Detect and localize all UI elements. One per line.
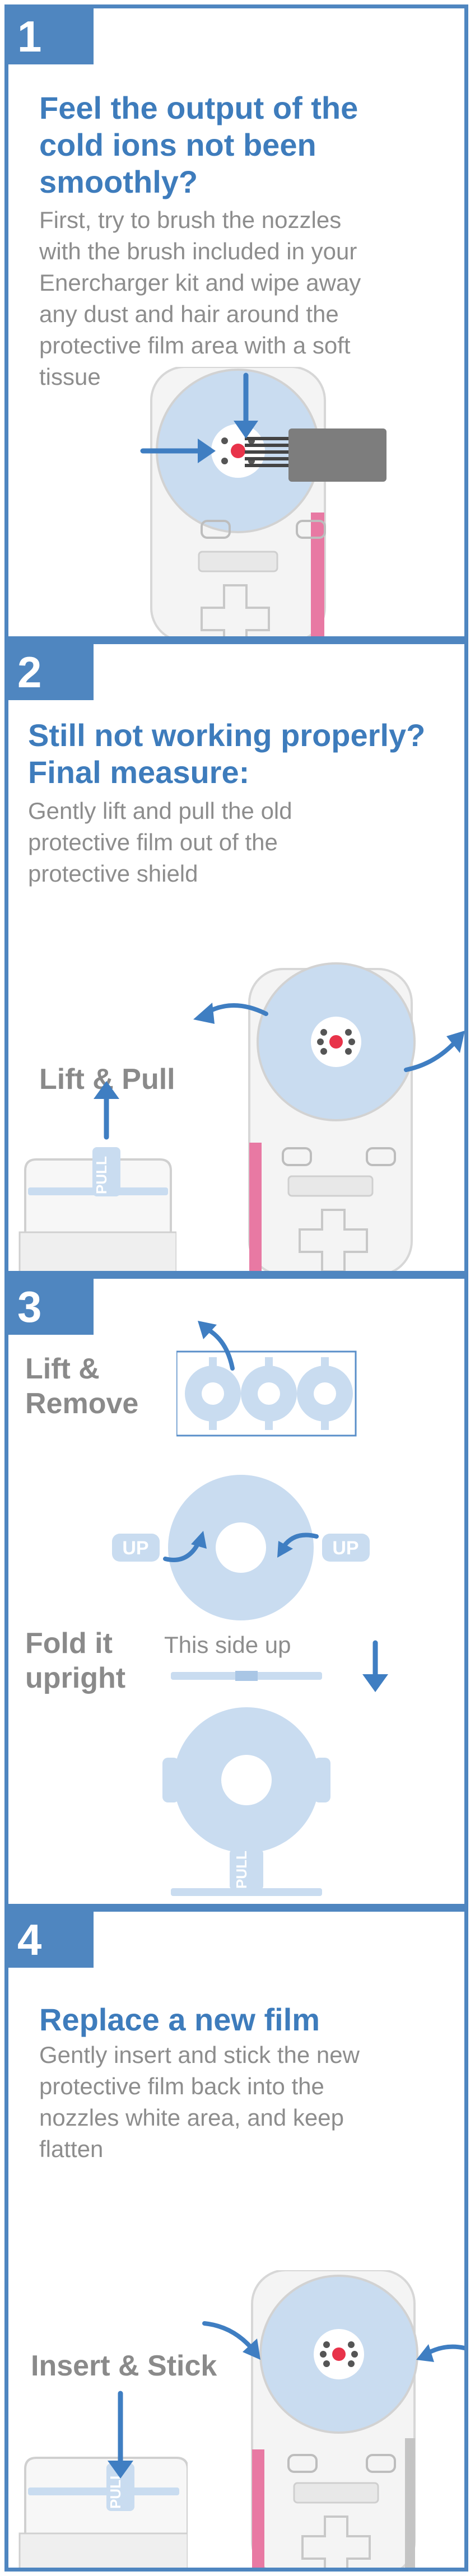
brush-cleaning-illustration — [140, 367, 386, 636]
step-number: 2 — [8, 644, 94, 700]
desc-line: Enercharger kit and wipe away — [39, 269, 361, 296]
label-line: Fold it — [25, 1627, 113, 1660]
label-line: upright — [25, 1662, 126, 1694]
lift-remove-label: Lift & Remove — [25, 1352, 138, 1421]
fold-upright-label: Fold it upright — [25, 1626, 125, 1695]
desc-line: protective film area with a soft — [39, 332, 351, 358]
step-2-panel: 2 Still not working properly? Final meas… — [4, 640, 468, 1275]
step-number: 3 — [8, 1279, 94, 1335]
step-description: First, try to brush the nozzles with the… — [39, 204, 361, 393]
step-3-panel: 3 Lift & Remove UP UP Fold it upright Th… — [4, 1275, 468, 1908]
title-line: Replace a new film — [39, 2002, 320, 2037]
title-line: Final measure: — [28, 754, 250, 790]
label-line: Lift & — [25, 1353, 100, 1385]
film-lift-illustration: PULL — [18, 1081, 176, 1271]
desc-line: protective film back into the — [39, 2073, 324, 2099]
title-line: smoothly? — [39, 164, 198, 199]
desc-line: protective film out of the — [28, 829, 278, 855]
up-tab-left: UP — [122, 1538, 148, 1559]
desc-line: protective shield — [28, 860, 198, 887]
title-line: cold ions not been — [39, 127, 316, 162]
film-tab-text: PULL — [233, 1851, 250, 1889]
desc-line: any dust and hair around the — [39, 301, 339, 327]
title-line: Still not working properly? — [28, 718, 426, 753]
title-line: Feel the output of the — [39, 90, 358, 125]
desc-line: with the brush included in your — [39, 238, 357, 264]
film-insert-illustration: PULL — [18, 2391, 188, 2568]
desc-line: tissue — [39, 364, 101, 390]
up-tab-right: UP — [332, 1538, 358, 1559]
desc-line: Gently insert and stick the new — [39, 2042, 360, 2068]
desc-line: flatten — [39, 2136, 104, 2162]
side-up-caption: This side up — [164, 1632, 291, 1658]
desc-line: Gently lift and pull the old — [28, 798, 292, 824]
step-number: 4 — [8, 1912, 94, 1968]
step-1-panel: 1 Feel the output of the cold ions not b… — [4, 4, 468, 640]
folding-film-illustration: UP UP — [112, 1475, 370, 1620]
action-label: Insert & Stick — [31, 2350, 217, 2382]
desc-line: First, try to brush the nozzles — [39, 207, 342, 233]
step-number: 1 — [8, 8, 94, 64]
label-line: Remove — [25, 1387, 139, 1420]
step-description: Gently insert and stick the new protecti… — [39, 2039, 360, 2165]
step-4-panel: 4 Replace a new film Gently insert and s… — [4, 1908, 468, 2572]
film-tab-text: PULL — [93, 1156, 110, 1194]
device-shield-illustration — [193, 962, 464, 1271]
step-description: Gently lift and pull the old protective … — [28, 795, 292, 889]
upright-film-illustration: PULL — [162, 1640, 388, 1896]
step-title: Replace a new film — [39, 2001, 320, 2038]
device-shield-illustration — [202, 2270, 464, 2568]
step-title: Still not working properly? Final measur… — [28, 717, 425, 791]
three-films-illustration — [176, 1321, 357, 1437]
desc-line: nozzles white area, and keep — [39, 2104, 344, 2131]
step-title: Feel the output of the cold ions not bee… — [39, 90, 358, 201]
